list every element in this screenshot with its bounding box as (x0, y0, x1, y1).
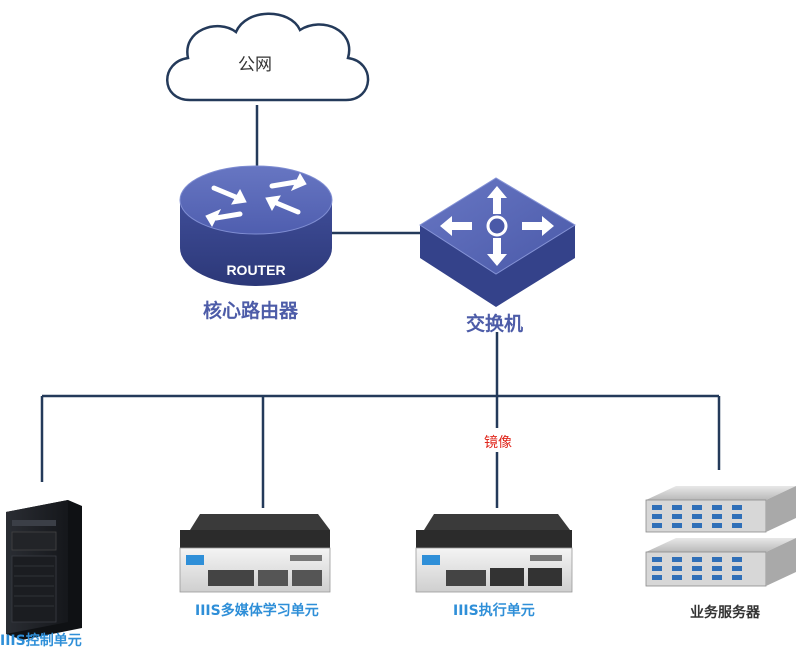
internet-label: 公网 (238, 55, 272, 75)
control-unit-label: IIIS控制单元 (0, 633, 82, 649)
mirror-label: 镜像 (484, 435, 512, 451)
biz-servers-label: 业务服务器 (690, 605, 760, 621)
exec-unit-label: IIIS执行单元 (453, 603, 535, 619)
switch-label: 交换机 (466, 313, 524, 335)
switch-icon (419, 177, 576, 307)
router-icon: ROUTER (179, 165, 333, 286)
cloud-icon (166, 12, 370, 102)
tower-server-icon (6, 500, 82, 640)
rack-server-icon (645, 486, 796, 587)
router-badge: ROUTER (226, 262, 285, 278)
rack-appliance-icon (179, 514, 331, 593)
rack-appliance-icon (415, 514, 573, 593)
router-label: 核心路由器 (203, 300, 299, 322)
multimedia-unit-label: IIIS多媒体学习单元 (195, 603, 319, 619)
connection-lines (40, 105, 721, 508)
